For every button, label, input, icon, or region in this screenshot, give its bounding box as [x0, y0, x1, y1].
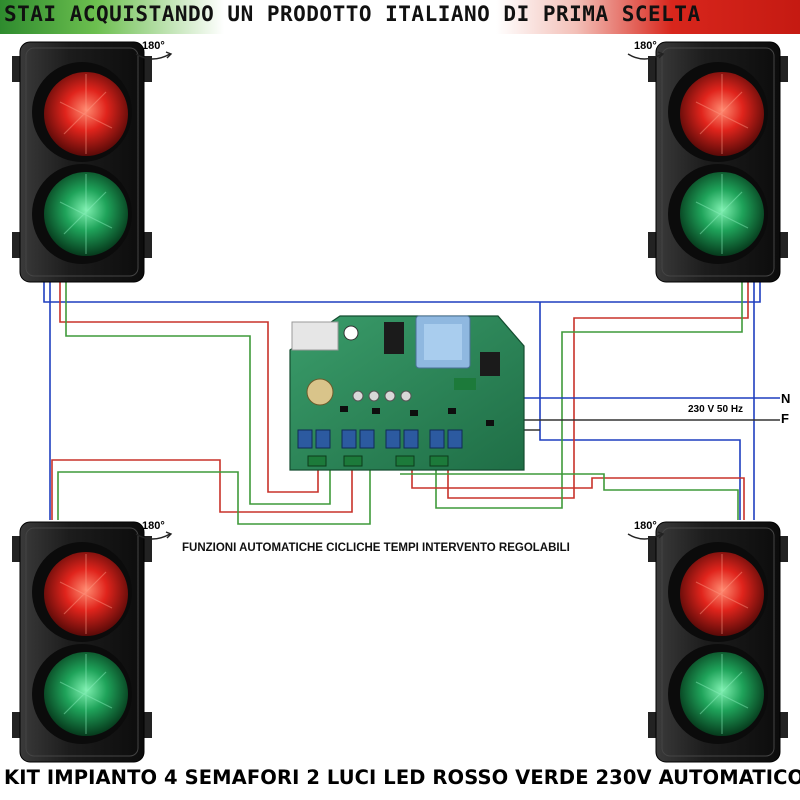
power-label: 230 V 50 Hz [688, 404, 744, 415]
banner-text: STAI ACQUISTANDO UN PRODOTTO ITALIANO DI… [4, 2, 701, 26]
functions-caption: FUNZIONI AUTOMATICHE CICLICHE TEMPI INTE… [182, 542, 570, 554]
rotation-arrow-icons [135, 51, 665, 540]
traffic-light-bottom-right [647, 521, 789, 763]
kit-title: KIT IMPIANTO 4 SEMAFORI 2 LUCI LED ROSSO… [4, 766, 800, 789]
rotation-label: 180° [142, 40, 165, 52]
traffic-light-bottom-left [11, 521, 153, 763]
rotation-label: 180° [634, 40, 657, 52]
wires [43, 280, 780, 525]
italian-banner: STAI ACQUISTANDO UN PRODOTTO ITALIANO DI… [0, 0, 800, 34]
neutral-label: N [781, 391, 791, 406]
control-board [289, 315, 525, 471]
rotation-label: 180° [142, 520, 165, 532]
phase-label: F [781, 411, 789, 426]
traffic-light-top-right [647, 41, 789, 283]
rotation-label: 180° [634, 520, 657, 532]
traffic-light-top-left [11, 41, 153, 283]
